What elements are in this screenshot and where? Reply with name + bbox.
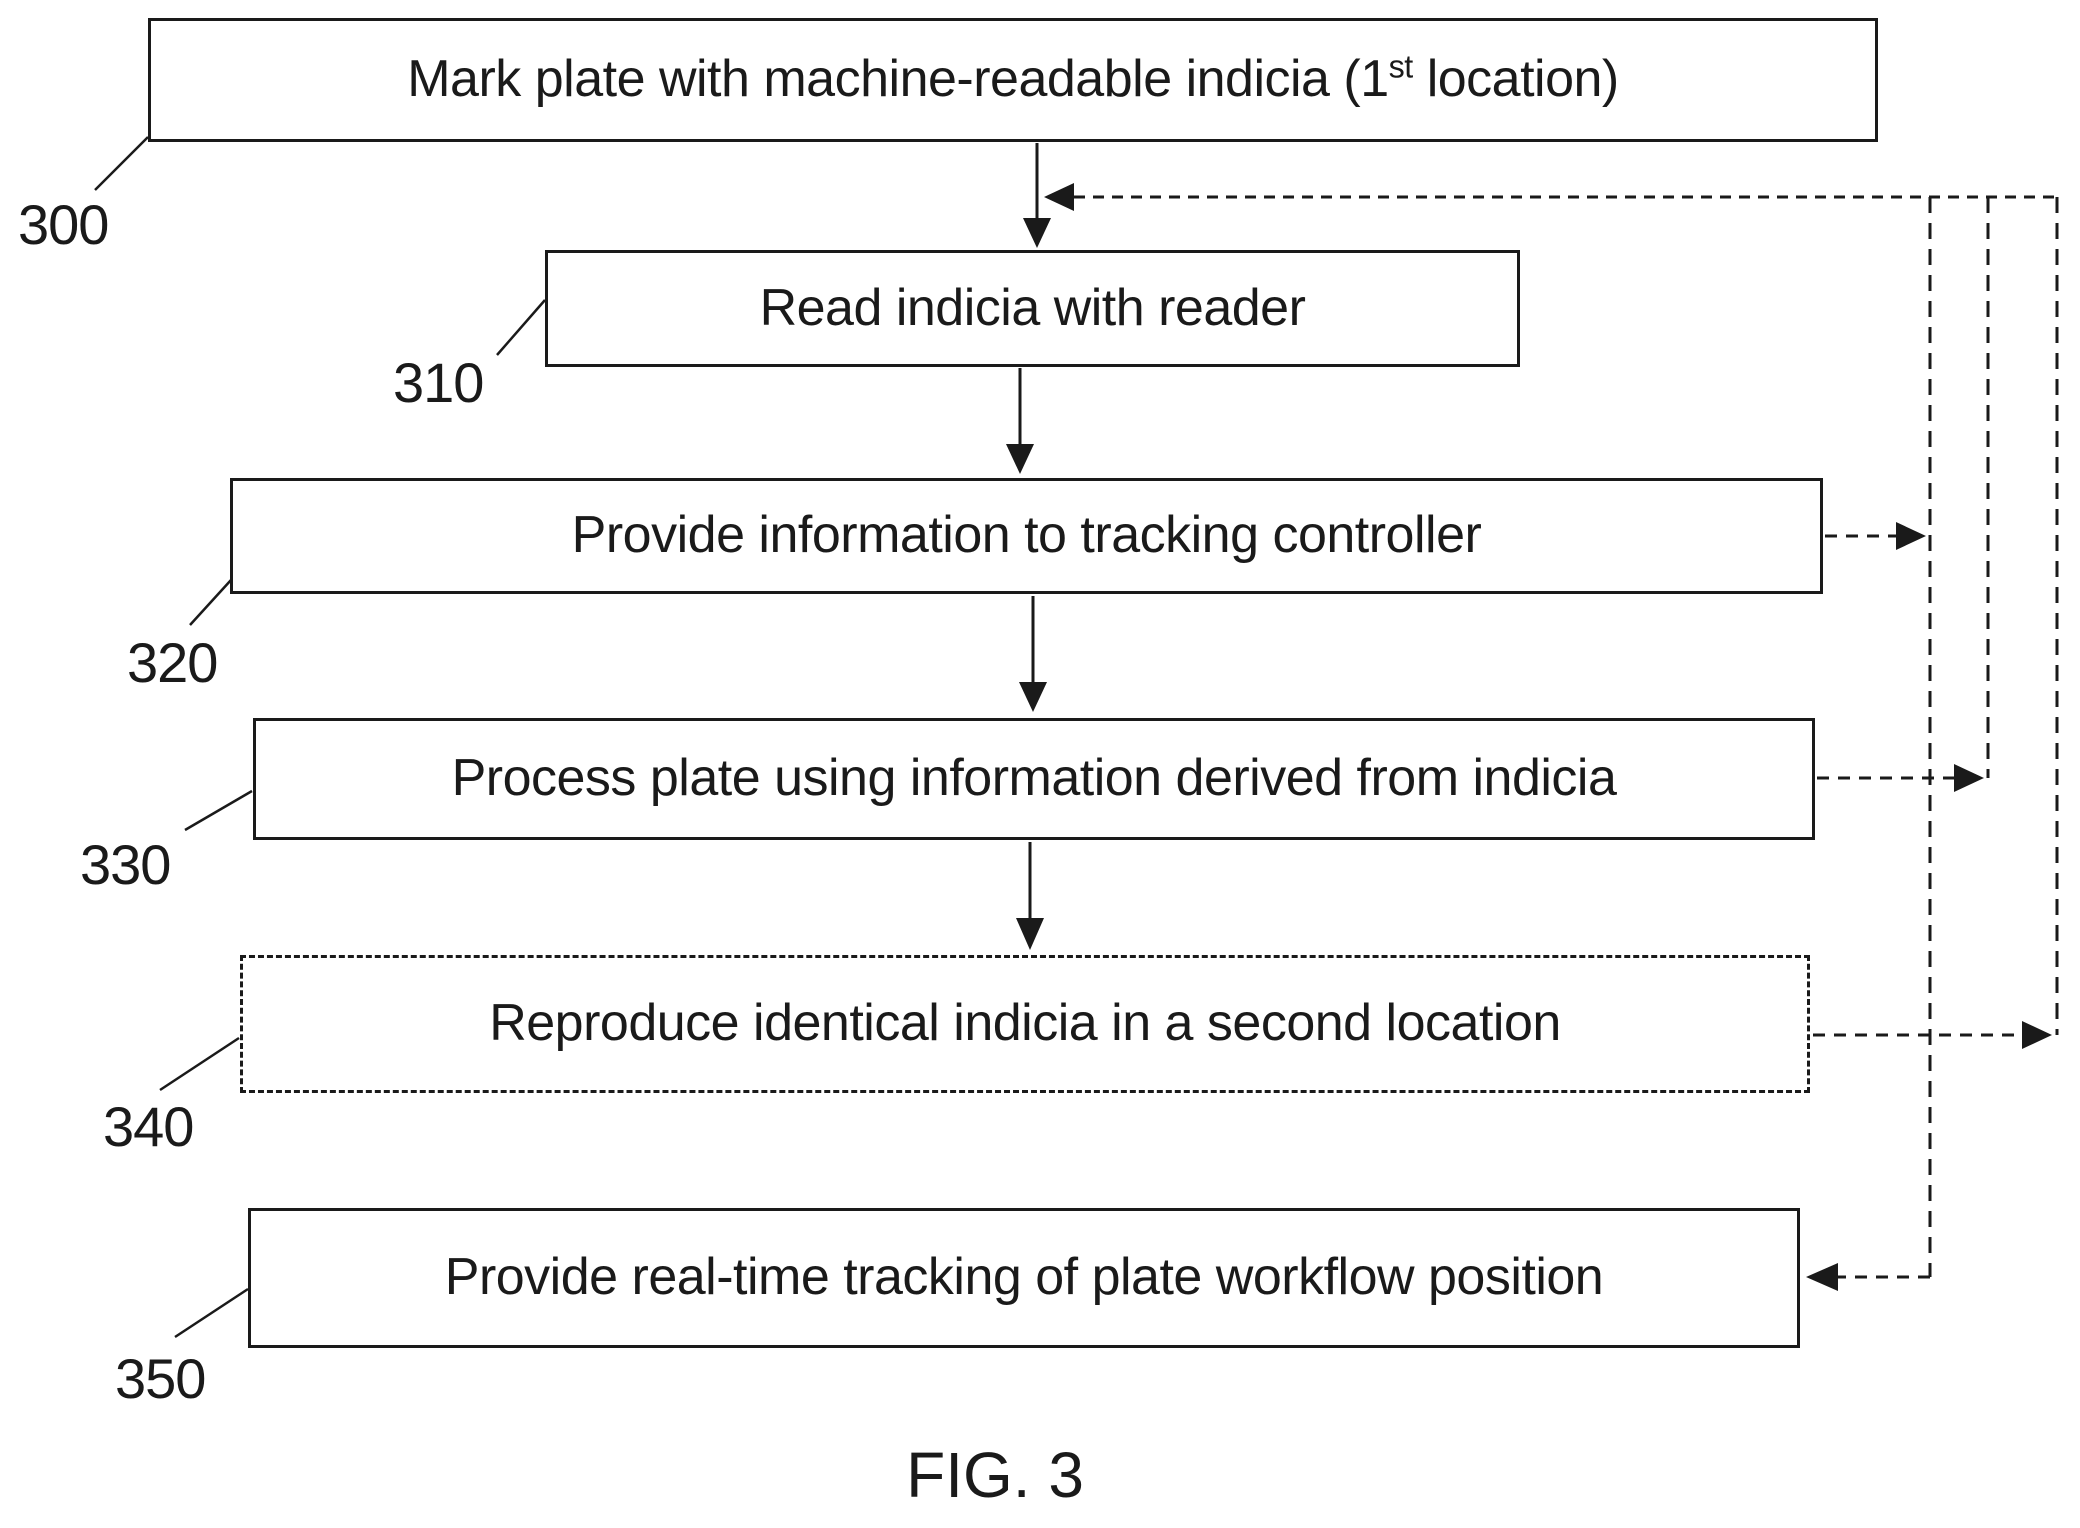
- arrow-330-to-line-b: [1817, 764, 1984, 792]
- ref-label-350: 350: [115, 1347, 206, 1410]
- ref-tick-330: [184, 789, 253, 832]
- flow-step-340-label: Reproduce identical indicia in a second …: [489, 994, 1561, 1053]
- flow-step-330: Process plate using information derived …: [253, 718, 1815, 840]
- tracking-line-a: [1806, 197, 1932, 1291]
- feedback-line-top: [1044, 183, 2057, 211]
- flow-step-330-label: Process plate using information derived …: [451, 749, 1617, 808]
- ref-label-310: 310: [393, 351, 484, 414]
- ref-tick-300: [94, 136, 149, 191]
- arrow-340-to-line-c: [1813, 1021, 2052, 1049]
- ref-label-340: 340: [103, 1095, 194, 1158]
- flow-step-310-label: Read indicia with reader: [759, 278, 1306, 337]
- flow-step-310: Read indicia with reader: [545, 250, 1520, 367]
- ref-tick-310: [496, 299, 546, 356]
- flow-step-300-label: Mark plate with machine-readable indicia…: [407, 49, 1619, 109]
- figure-caption: FIG. 3: [906, 1439, 1084, 1511]
- ref-label-300: 300: [18, 193, 109, 256]
- ref-tick-350: [174, 1287, 249, 1339]
- arrow-330-to-340: [1016, 842, 1044, 950]
- arrow-320-to-line-a: [1825, 522, 1926, 550]
- ref-label-330: 330: [80, 833, 171, 896]
- ref-tick-320: [189, 579, 232, 626]
- flow-step-340: Reproduce identical indicia in a second …: [240, 955, 1810, 1093]
- ref-tick-340: [159, 1036, 240, 1092]
- arrow-310-to-320: [1006, 368, 1034, 474]
- ref-label-320: 320: [127, 631, 218, 694]
- flow-step-320-label: Provide information to tracking controll…: [571, 506, 1482, 565]
- flow-step-350: Provide real-time tracking of plate work…: [248, 1208, 1800, 1348]
- arrow-320-to-330: [1019, 596, 1047, 712]
- flow-step-320: Provide information to tracking controll…: [230, 478, 1823, 594]
- arrow-300-to-310: [1023, 143, 1051, 248]
- ordinal-superscript: st: [1388, 49, 1414, 86]
- flow-step-350-label: Provide real-time tracking of plate work…: [444, 1248, 1604, 1307]
- flow-step-300: Mark plate with machine-readable indicia…: [148, 18, 1878, 142]
